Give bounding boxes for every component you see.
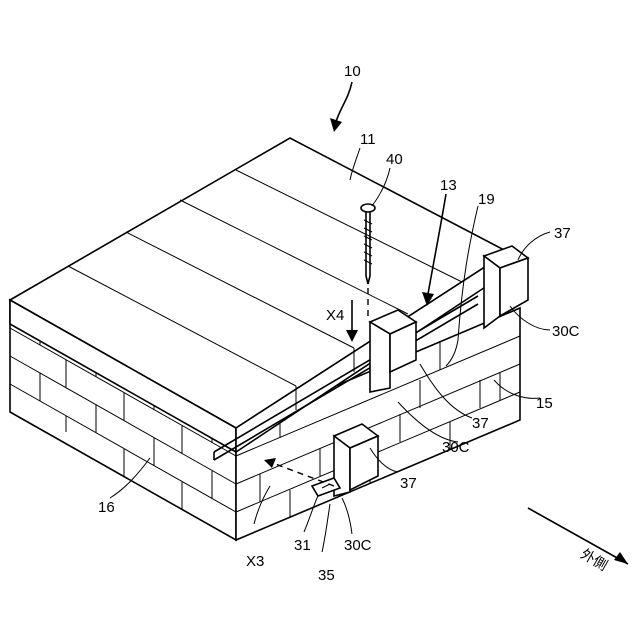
label-19: 19 (478, 191, 495, 208)
label-35: 35 (318, 567, 335, 584)
label-x3: X3 (246, 553, 264, 570)
label-11: 11 (360, 131, 376, 148)
label-15: 15 (536, 395, 553, 412)
label-30c-right: 30C (552, 323, 580, 340)
label-16: 16 (98, 499, 115, 516)
label-30c-front: 30C (344, 537, 372, 554)
arrow-10 (330, 82, 352, 132)
label-31: 31 (294, 537, 311, 554)
label-37-mid: 37 (472, 415, 489, 432)
outside-arrow (528, 508, 628, 564)
label-37-right: 37 (554, 225, 571, 242)
label-10: 10 (344, 63, 361, 80)
label-30c-mid: 30C (442, 439, 470, 456)
label-37-front: 37 (400, 475, 417, 492)
label-x4: X4 (326, 307, 344, 324)
label-40: 40 (386, 151, 403, 168)
label-13: 13 (440, 177, 457, 194)
